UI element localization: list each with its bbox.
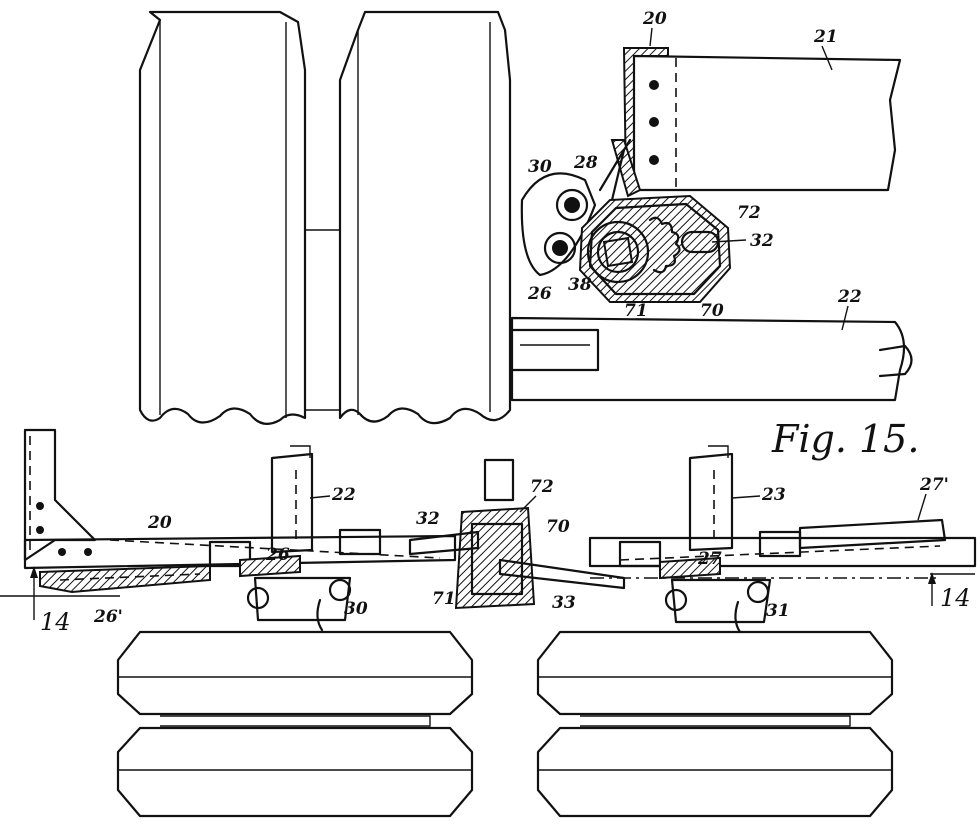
label-22b: 22 (331, 485, 356, 505)
tire-lower-right-rear (536, 726, 894, 818)
frame-rail-22 (510, 316, 906, 402)
upper-view (138, 10, 913, 425)
label-72a: 72 (737, 203, 761, 223)
lever-arm-30 (520, 172, 597, 277)
label-33: 33 (552, 593, 576, 613)
beam-right (588, 536, 977, 568)
tire-left-upper (138, 10, 307, 425)
label-27: 27 (697, 549, 722, 569)
label-70a: 70 (700, 301, 724, 321)
post-23 (688, 452, 734, 552)
label-31: 31 (766, 601, 790, 621)
section-marker-left: 14 (40, 608, 71, 636)
label-20a: 20 (642, 9, 667, 29)
tire-lower-left-front (116, 630, 474, 716)
frame-rail-21 (632, 54, 902, 192)
label-30b: 30 (344, 599, 368, 619)
tire-lower-right-front (536, 630, 894, 716)
labels: 20 21 30 28 72 32 26 38 71 70 22 Fig. 15… (40, 9, 971, 636)
label-20b: 20 (147, 513, 172, 533)
section-marker-right: 14 (940, 584, 971, 612)
label-72b: 72 (530, 477, 554, 497)
label-71b: 71 (432, 589, 456, 609)
label-27prime: 27' (919, 475, 949, 495)
lower-view (0, 428, 977, 818)
label-26b: 26 (265, 545, 290, 565)
figure-title: Fig. 15. (771, 417, 919, 461)
label-26a: 26 (527, 284, 552, 304)
label-32b: 32 (416, 509, 440, 529)
post-22 (270, 452, 314, 554)
housing-70 (578, 194, 732, 303)
label-21: 21 (813, 27, 838, 47)
label-70b: 70 (546, 517, 570, 537)
label-38: 38 (568, 275, 592, 295)
tire-right-upper (338, 10, 512, 425)
label-28: 28 (573, 153, 598, 173)
label-30a: 30 (528, 157, 552, 177)
label-71a: 71 (624, 301, 648, 321)
label-26prime: 26' (93, 607, 123, 627)
tire-lower-left-rear (116, 726, 474, 818)
label-23: 23 (761, 485, 786, 505)
label-32a: 32 (750, 231, 774, 251)
label-22a: 22 (837, 287, 862, 307)
